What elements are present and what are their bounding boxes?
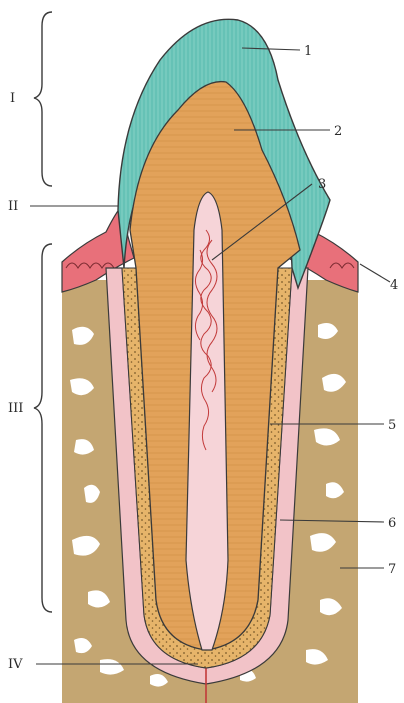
region-label-iv: IV [8,657,23,672]
region-label-ii: II [8,199,18,214]
part-label-3: 3 [318,177,326,192]
part-label-7: 7 [388,562,396,577]
region-label-i: I [10,91,15,106]
part-label-2: 2 [334,124,342,139]
part-label-4: 4 [390,278,398,293]
part-label-6: 6 [388,516,396,531]
region-brackets [34,12,52,612]
region-label-iii: III [8,401,23,416]
part-label-5: 5 [388,418,396,433]
part-label-1: 1 [304,44,312,59]
